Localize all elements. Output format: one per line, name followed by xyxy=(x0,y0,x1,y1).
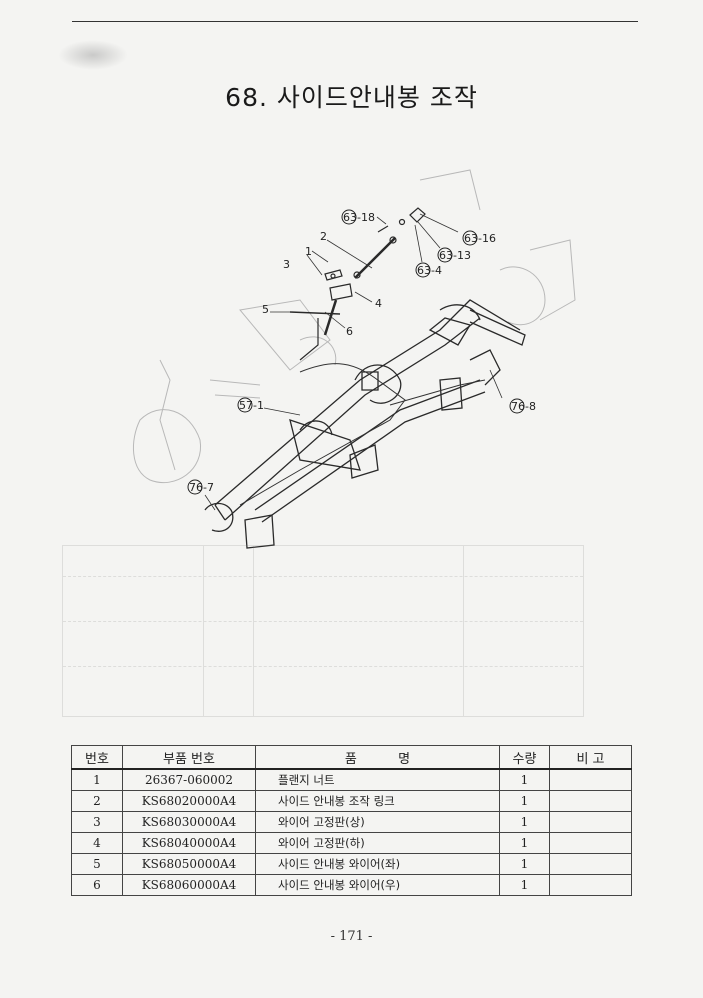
frame-assembly xyxy=(204,299,526,549)
row-number: 3 xyxy=(71,811,123,833)
row-remarks xyxy=(549,811,632,833)
svg-text:-16: -16 xyxy=(478,232,496,245)
table-row: 4 KS68040000A4 와이어 고정판(하) 1 xyxy=(71,832,632,854)
callout-76-7: 76 -7 xyxy=(187,479,214,495)
svg-text:-7: -7 xyxy=(203,481,214,494)
header-quantity: 수량 xyxy=(499,745,550,770)
row-remarks xyxy=(549,874,632,896)
background-sketch xyxy=(132,169,576,484)
callout-6: 6 xyxy=(346,325,353,338)
row-part-number: KS68050000A4 xyxy=(122,853,256,875)
side-guide-wire xyxy=(239,363,406,506)
row-part-number: KS68030000A4 xyxy=(122,811,256,833)
page-number: - 171 - xyxy=(330,929,373,944)
svg-text:-13: -13 xyxy=(453,249,471,262)
row-part-name: 플랜지 너트 xyxy=(255,768,500,791)
callout-5: 5 xyxy=(262,303,269,316)
callout-63-16: 63 -16 xyxy=(462,230,496,246)
table-row: 3 KS68030000A4 와이어 고정판(상) 1 xyxy=(71,811,632,833)
row-quantity: 1 xyxy=(499,768,550,791)
table-row: 2 KS68020000A4 사이드 안내봉 조작 링크 1 xyxy=(71,790,632,812)
callout-63-4: 63 -4 xyxy=(415,262,442,278)
header-rule xyxy=(72,21,638,22)
row-number: 4 xyxy=(71,832,123,854)
callout-3: 3 xyxy=(283,258,290,271)
svg-text:-18: -18 xyxy=(357,211,375,224)
callout-1: 1 xyxy=(305,245,312,258)
row-quantity: 1 xyxy=(499,790,550,812)
bleed-through-table xyxy=(62,545,584,717)
row-part-name: 와이어 고정판(하) xyxy=(255,832,500,854)
table-row: 1 26367-060002 플랜지 너트 1 xyxy=(71,768,632,791)
page-title: 68. 사이드안내봉 조작 xyxy=(225,83,478,112)
row-part-number: KS68060000A4 xyxy=(122,874,256,896)
callout-2: 2 xyxy=(320,230,327,243)
row-part-name: 사이드 안내봉 조작 링크 xyxy=(255,790,500,812)
svg-text:-8: -8 xyxy=(525,400,536,413)
row-part-name: 사이드 안내봉 와이어(우) xyxy=(255,874,500,896)
row-remarks xyxy=(549,790,632,812)
callout-63-13: 63 -13 xyxy=(437,247,471,263)
svg-text:76: 76 xyxy=(189,481,203,494)
table-header-row: 번호 부품 번호 품 명 수량 비 고 xyxy=(71,745,632,770)
exploded-parts-diagram: 63 -18 63 -16 63 -13 63 -4 76 -8 76 -7 xyxy=(132,169,576,549)
leader-lines xyxy=(204,213,503,511)
row-quantity: 1 xyxy=(499,832,550,854)
row-quantity: 1 xyxy=(499,874,550,896)
row-part-number: KS68020000A4 xyxy=(122,790,256,812)
scan-smudge xyxy=(58,40,128,70)
row-number: 6 xyxy=(71,874,123,896)
row-number: 1 xyxy=(71,768,123,791)
callout-63-18: 63 -18 xyxy=(341,209,375,225)
link-parts xyxy=(289,207,426,361)
table-row: 5 KS68050000A4 사이드 안내봉 와이어(좌) 1 xyxy=(71,853,632,875)
callout-76-8: 76 -8 xyxy=(509,398,536,414)
row-part-name: 와이어 고정판(상) xyxy=(255,811,500,833)
row-number: 5 xyxy=(71,853,123,875)
side-guide-wire-right xyxy=(389,379,486,406)
svg-text:57: 57 xyxy=(239,399,253,412)
header-number: 번호 xyxy=(71,745,123,770)
row-part-number: KS68040000A4 xyxy=(122,832,256,854)
callout-4: 4 xyxy=(375,297,382,310)
row-remarks xyxy=(549,768,632,791)
row-quantity: 1 xyxy=(499,853,550,875)
row-part-name: 사이드 안내봉 와이어(좌) xyxy=(255,853,500,875)
svg-text:-1: -1 xyxy=(253,399,264,412)
svg-text:63: 63 xyxy=(439,249,453,262)
header-part-name: 품 명 xyxy=(255,745,500,770)
svg-text:63: 63 xyxy=(343,211,357,224)
parts-table: 번호 부품 번호 품 명 수량 비 고 1 26367-060002 플랜지 너… xyxy=(71,745,632,896)
callout-57-1: 57 -1 xyxy=(237,397,264,413)
svg-text:76: 76 xyxy=(511,400,525,413)
svg-text:-4: -4 xyxy=(431,264,442,277)
row-remarks xyxy=(549,832,632,854)
row-part-number: 26367-060002 xyxy=(122,768,256,791)
header-remarks: 비 고 xyxy=(549,745,632,770)
row-quantity: 1 xyxy=(499,811,550,833)
table-row: 6 KS68060000A4 사이드 안내봉 와이어(우) 1 xyxy=(71,874,632,896)
header-part-number: 부품 번호 xyxy=(122,745,256,770)
svg-text:63: 63 xyxy=(464,232,478,245)
row-remarks xyxy=(549,853,632,875)
svg-text:63: 63 xyxy=(417,264,431,277)
row-number: 2 xyxy=(71,790,123,812)
